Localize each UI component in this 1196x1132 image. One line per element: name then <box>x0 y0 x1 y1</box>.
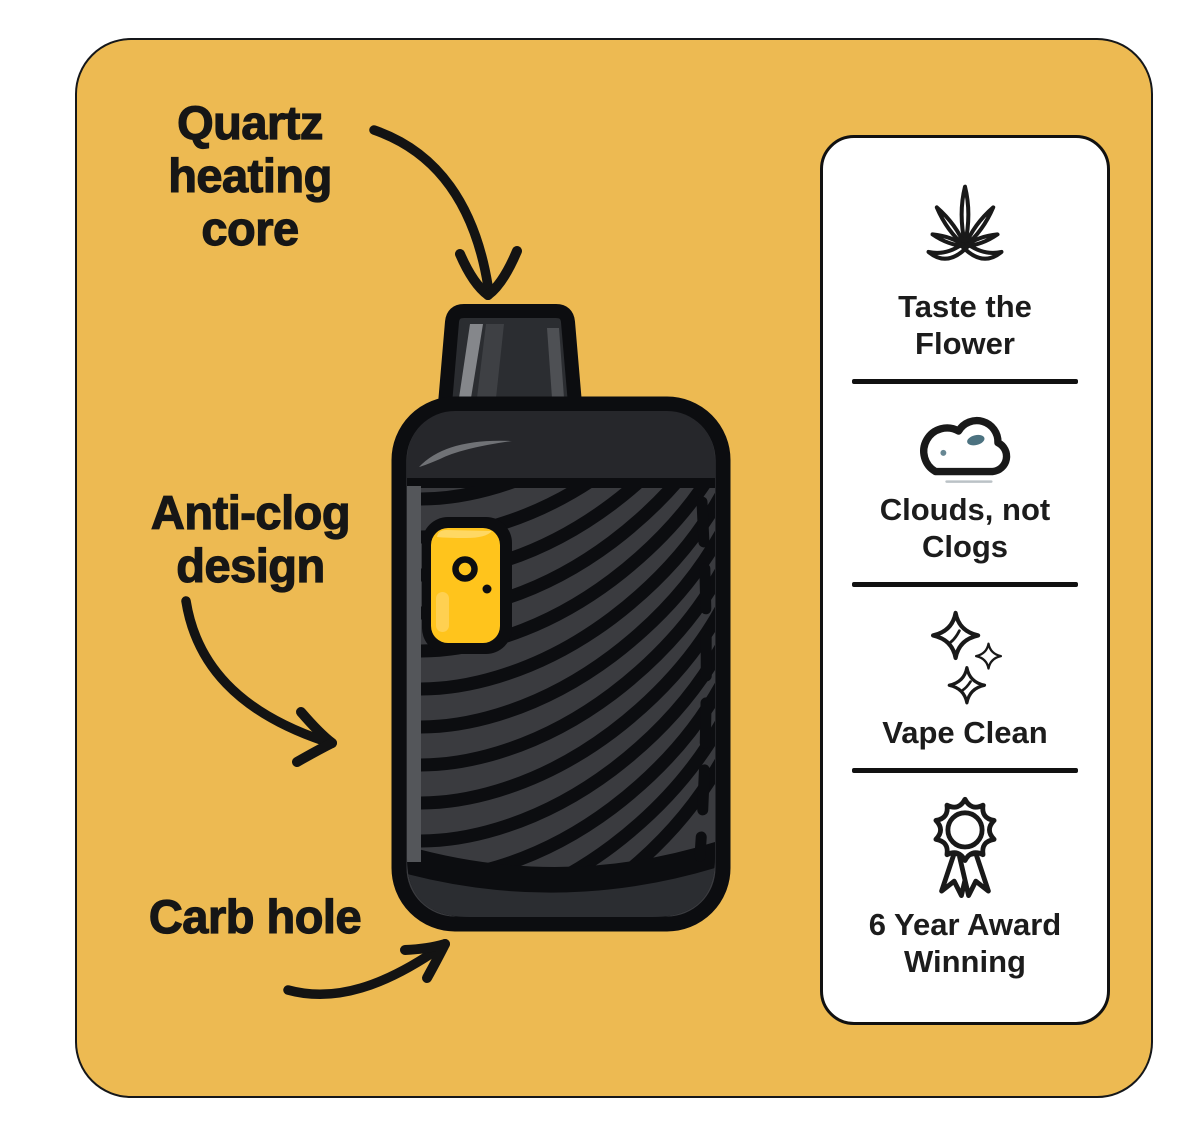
divider <box>852 379 1078 384</box>
label-anti-clog-design: Anti-clog design <box>150 485 351 592</box>
benefit-label: Vape Clean <box>882 715 1048 750</box>
award-ribbon-icon <box>920 788 1010 906</box>
benefit-label: Clouds, not Clogs <box>879 492 1051 564</box>
divider <box>852 582 1078 587</box>
sparkles-icon <box>918 602 1012 714</box>
divider <box>852 768 1078 773</box>
benefits-card: Taste the Flower Clouds, not Clogs <box>820 135 1110 1025</box>
device-body <box>391 396 731 932</box>
label-carb-hole: Carb hole <box>148 889 362 943</box>
carb-hole-dashes <box>694 496 712 862</box>
cannabis-leaf-icon <box>917 166 1013 288</box>
disposable-vape-illustration <box>391 304 731 932</box>
benefit-label: Taste the Flower <box>898 289 1032 361</box>
benefit-label: 6 Year Award Winning <box>868 907 1062 979</box>
cloud-icon <box>906 399 1024 491</box>
label-quartz-heating-core: Quartz heating core <box>168 95 333 255</box>
power-button <box>422 517 512 654</box>
mouthpiece <box>438 304 582 411</box>
